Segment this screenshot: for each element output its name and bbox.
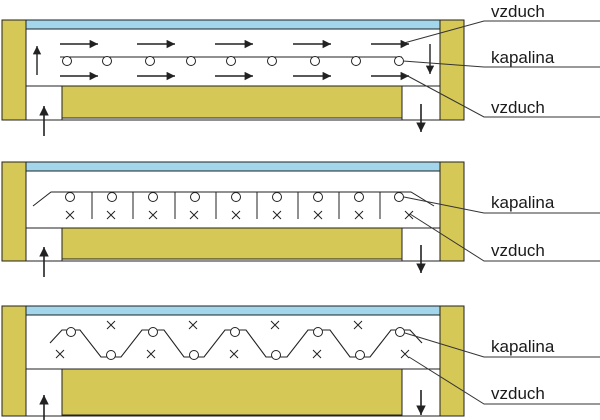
leader-lines (402, 20, 600, 118)
air-channel-cross-icon (231, 210, 241, 220)
air-channel-cross-icon (148, 210, 158, 220)
liquid-tube-icon (395, 327, 405, 337)
insulation-block (61, 85, 403, 119)
liquid-tube-icon (394, 192, 404, 202)
liquid-tube-icon (148, 192, 158, 202)
label-panel-3-air: vzduch (491, 384, 545, 403)
air-channel-cross-icon (106, 320, 116, 330)
insulation-block (61, 368, 403, 416)
leader-lines (403, 196, 600, 262)
liquid-tube-icon (65, 192, 75, 202)
liquid-tubes (66, 327, 405, 360)
liquid-tube-icon (107, 192, 117, 202)
liquid-tube-icon (186, 56, 196, 66)
glass-cover (25, 305, 441, 316)
air-channel-cross-icon (400, 349, 410, 359)
right-frame (439, 19, 465, 121)
absorber-plate (32, 191, 435, 207)
label-panel-1-air-bottom: vzduch (491, 98, 545, 117)
liquid-tube-icon (66, 327, 76, 337)
liquid-tube-icon (231, 192, 241, 202)
label-panel-3-liquid: kapalina (491, 337, 555, 356)
liquid-tube-icon (145, 56, 155, 66)
liquid-tube-icon (351, 56, 361, 66)
air-channel-cross-icon (270, 320, 280, 330)
right-frame (439, 161, 465, 262)
air-channel-cross-icon (313, 210, 323, 220)
left-frame (1, 305, 27, 417)
air-channel-cross-icon (146, 349, 156, 359)
label-panel-2-liquid: kapalina (491, 193, 555, 212)
liquid-tubes (62, 56, 404, 66)
glass-cover (25, 161, 441, 172)
liquid-tube-icon (313, 192, 323, 202)
air-channel-cross-icon (189, 210, 199, 220)
air-channel-cross-icon (353, 320, 363, 330)
air-channel-cross-icon (404, 210, 414, 220)
absorber-fins (91, 192, 381, 219)
label-panel-1-liquid: kapalina (491, 48, 555, 67)
air-channel-cross-icon (65, 210, 75, 220)
liquid-tube-icon (102, 56, 112, 66)
liquid-tube-icon (394, 56, 404, 66)
left-frame (1, 19, 27, 121)
liquid-tube-icon (355, 350, 365, 360)
air-channel-cross-icon (188, 320, 198, 330)
liquid-tube-icon (148, 327, 158, 337)
liquid-tube-icon (226, 56, 236, 66)
liquid-tubes (65, 192, 404, 202)
liquid-tube-icon (106, 350, 116, 360)
air-channel-crosses (65, 210, 414, 220)
liquid-tube-icon (230, 327, 240, 337)
label-panel-1-air-top: vzduch (491, 2, 545, 21)
liquid-tube-icon (189, 350, 199, 360)
insulation-block (61, 227, 403, 260)
liquid-tube-icon (310, 56, 320, 66)
label-panel-2-air: vzduch (491, 241, 545, 260)
left-frame (1, 161, 27, 262)
air-channel-cross-icon (106, 210, 116, 220)
liquid-tube-icon (272, 192, 282, 202)
liquid-tube-icon (62, 56, 72, 66)
glass-cover (25, 19, 441, 30)
air-channel-cross-icon (55, 349, 65, 359)
air-channel-cross-icon (312, 349, 322, 359)
leader-lines (404, 332, 600, 405)
liquid-tube-icon (190, 192, 200, 202)
air-channel-crosses (55, 320, 410, 359)
liquid-tube-icon (267, 56, 277, 66)
panel-1 (1, 19, 600, 136)
panel-3 (1, 305, 600, 420)
air-channel-cross-icon (229, 349, 239, 359)
air-channel-cross-icon (272, 210, 282, 220)
liquid-tube-icon (354, 192, 364, 202)
liquid-tube-icon (313, 327, 323, 337)
liquid-tube-icon (271, 350, 281, 360)
right-frame (439, 305, 465, 417)
panel-2 (1, 161, 600, 277)
air-channel-cross-icon (354, 210, 364, 220)
